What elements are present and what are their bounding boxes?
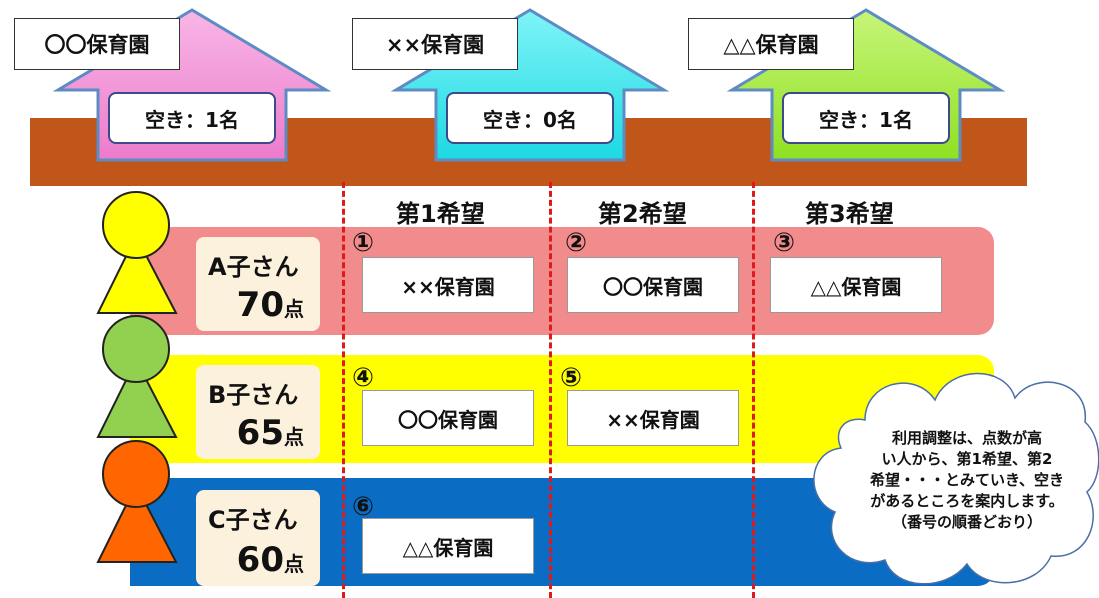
vacancy-2: 空き：0名: [446, 92, 614, 144]
child-label-a: A子さん 70点: [196, 237, 320, 331]
divider-line: [342, 182, 345, 598]
header-choice-3: 第3希望: [805, 200, 894, 228]
choice-box: △△保育園: [770, 257, 942, 313]
choice-box: △△保育園: [362, 518, 534, 574]
thought-cloud: [813, 372, 1099, 585]
child-score: 65点: [236, 413, 304, 453]
child-label-b: B子さん 65点: [196, 365, 320, 459]
note-text: 利用調整は、点数が高 い人から、第1希望、第2 希望・・・とみていき、空き があ…: [842, 428, 1092, 533]
note-line: い人から、第1希望、第2: [881, 450, 1053, 468]
person-a-icon: [96, 191, 178, 314]
child-score: 70点: [236, 285, 304, 325]
nursery-name-3: △△保育園: [688, 18, 854, 70]
divider-line: [549, 182, 552, 598]
choice-number: ③: [773, 228, 796, 258]
person-c-icon: [96, 440, 178, 563]
choice-box: 〇〇保育園: [362, 390, 534, 446]
choice-number: ⑤: [560, 363, 583, 393]
vacancy-3: 空き：1名: [782, 92, 950, 144]
note-line: 希望・・・とみていき、空き: [870, 471, 1064, 489]
nursery-name-2: ××保育園: [352, 18, 518, 70]
vacancy-1: 空き：1名: [108, 92, 276, 144]
note-line: （番号の順番どおり）: [891, 513, 1042, 531]
header-choice-1: 第1希望: [396, 200, 485, 228]
divider-line: [752, 182, 755, 598]
person-b-icon: [96, 315, 178, 438]
child-name: A子さん: [208, 253, 299, 281]
choice-box: ××保育園: [362, 257, 534, 313]
note-line: があるところを案内します。: [870, 492, 1064, 510]
child-name: C子さん: [208, 506, 298, 534]
note-line: 利用調整は、点数が高: [891, 429, 1042, 447]
choice-number: ④: [352, 363, 375, 393]
choice-number: ①: [352, 228, 375, 258]
child-score: 60点: [236, 540, 304, 580]
choice-number: ⑥: [352, 492, 375, 522]
person-icons: [96, 191, 178, 563]
choice-box: ××保育園: [567, 390, 739, 446]
choice-number: ②: [565, 228, 588, 258]
choice-box: 〇〇保育園: [567, 257, 739, 313]
child-label-c: C子さん 60点: [196, 490, 320, 586]
child-name: B子さん: [208, 381, 299, 409]
header-choice-2: 第2希望: [598, 200, 687, 228]
nursery-name-1: 〇〇保育園: [14, 18, 180, 70]
